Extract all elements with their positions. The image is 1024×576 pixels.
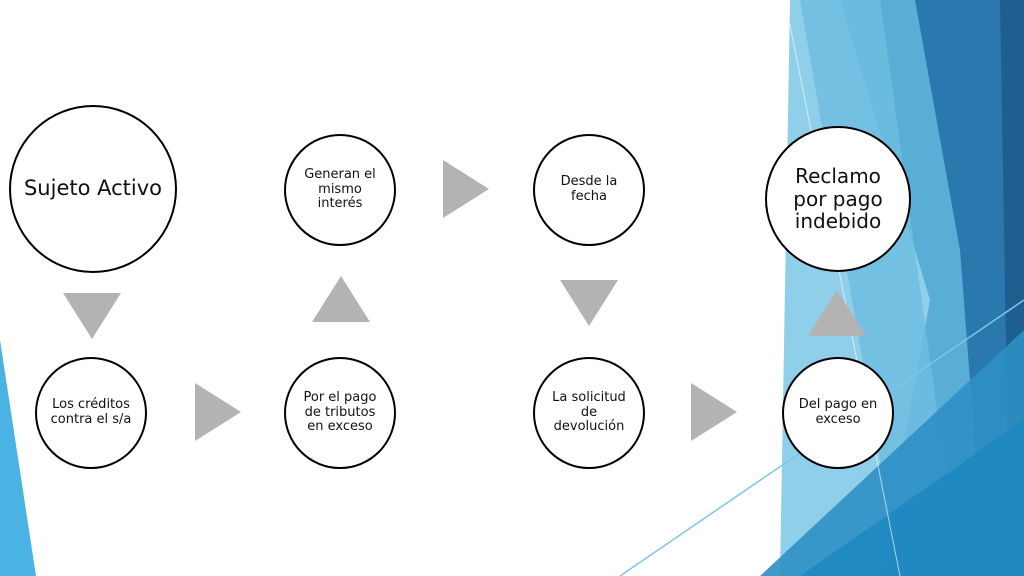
arrow-right-3: [691, 383, 737, 441]
node-label: La solicitud de devolución: [552, 390, 626, 435]
node-label: Generan el mismo interés: [304, 167, 376, 212]
node-label: Por el pago de tributos en exceso: [303, 390, 377, 435]
node-del-pago: Del pago en exceso: [782, 357, 894, 469]
left-accent-shape: [0, 340, 36, 576]
node-sujeto-activo: Sujeto Activo: [9, 105, 177, 273]
arrow-right-2: [443, 160, 489, 218]
node-label: Sujeto Activo: [23, 176, 163, 201]
arrow-right-1: [195, 383, 241, 441]
node-por-pago: Por el pago de tributos en exceso: [284, 357, 396, 469]
node-desde-fecha: Desde la fecha: [533, 134, 645, 246]
arrow-up-1: [312, 276, 370, 322]
right-accent-bottom-light: [800, 420, 1024, 576]
node-label: Reclamo por pago indebido: [793, 164, 883, 234]
node-label: Desde la fecha: [560, 174, 618, 204]
node-label: Los créditos contra el s/a: [50, 397, 132, 427]
arrow-down-2: [560, 280, 618, 326]
arrow-down-1: [63, 293, 121, 339]
node-label: Del pago en exceso: [798, 397, 878, 427]
node-reclamo: Reclamo por pago indebido: [765, 126, 911, 272]
arrow-up-2: [808, 290, 866, 336]
node-creditos: Los créditos contra el s/a: [35, 357, 147, 469]
right-accent-line-2: [784, 0, 901, 576]
node-solicitud: La solicitud de devolución: [533, 357, 645, 469]
node-generan-interes: Generan el mismo interés: [284, 134, 396, 246]
